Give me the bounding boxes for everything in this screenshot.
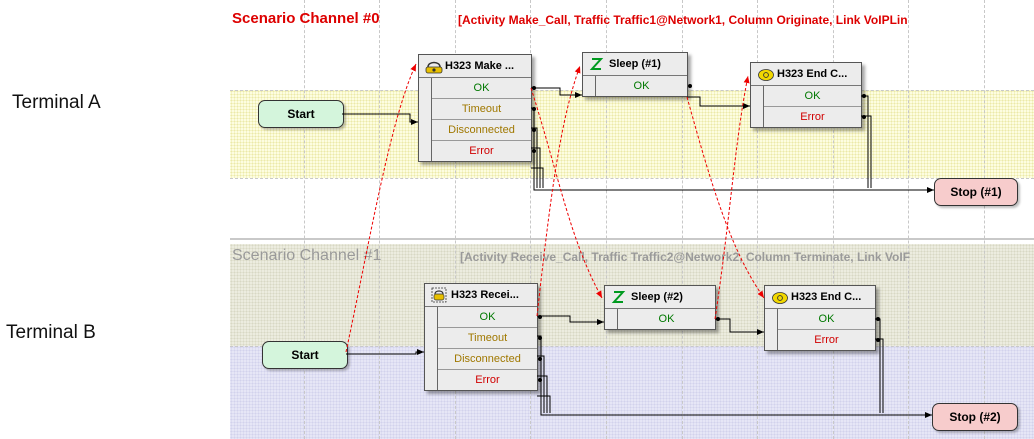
- sync-link: [714, 75, 750, 320]
- flow-link: [537, 335, 932, 418]
- channel-0-lane: [230, 90, 1034, 178]
- outcome-error[interactable]: Error: [764, 107, 866, 127]
- flow-link: [531, 147, 541, 188]
- grid-line: [530, 0, 531, 439]
- sync-link: [536, 65, 581, 317]
- outcome-disconnected[interactable]: Disconnected: [438, 349, 542, 370]
- phone-dial-icon: [425, 61, 443, 74]
- flow-link: [537, 315, 604, 325]
- flow-link: [346, 349, 424, 355]
- outcome-label: Error: [800, 111, 825, 123]
- outcome-label: Error: [469, 145, 494, 157]
- outcome-error[interactable]: Error: [778, 330, 880, 350]
- flow-link: [537, 375, 548, 413]
- channel-detail: [Activity Make_Call, Traffic Traffic1@Ne…: [458, 13, 908, 27]
- node-title: Sleep (#1): [609, 58, 661, 70]
- sync-link: [530, 87, 603, 299]
- activity-node-h323-end-call[interactable]: H323 End C... OK Error: [750, 62, 866, 128]
- flow-link: [531, 87, 582, 98]
- outcome-label: OK: [479, 311, 496, 323]
- grid-line: [682, 0, 683, 439]
- outcome-label: Timeout: [467, 332, 508, 344]
- channel-1-lane: [230, 346, 1034, 439]
- outcome-label: OK: [633, 80, 650, 92]
- grid-line: [230, 346, 1034, 347]
- terminal-a-label: Terminal A: [12, 92, 101, 113]
- channel-separator: [230, 238, 1034, 240]
- channel-title: Scenario Channel #1: [232, 247, 382, 264]
- flow-link: [875, 338, 884, 413]
- channel-detail: [Activity Receive_Call, Traffic Traffic2…: [460, 250, 911, 264]
- stop-label: Stop (#1): [950, 185, 1002, 199]
- activity-node-h323-end-call[interactable]: H323 End C... OK Error: [764, 285, 880, 351]
- start-node[interactable]: Start: [258, 100, 344, 128]
- activity-node-h323-make-call[interactable]: H323 Make ... OK Timeout Disconnected Er…: [418, 54, 536, 162]
- sleep-icon: [611, 291, 626, 303]
- grid-line: [379, 0, 380, 439]
- outcome-label: OK: [818, 313, 835, 325]
- flow-link: [531, 107, 934, 193]
- outcome-timeout[interactable]: Timeout: [438, 328, 542, 349]
- outcome-ok[interactable]: OK: [438, 307, 542, 328]
- flow-link: [531, 167, 544, 188]
- sync-link: [345, 63, 417, 353]
- grid-line: [230, 178, 1034, 179]
- outcome-error[interactable]: Error: [438, 370, 542, 390]
- flow-link: [687, 96, 750, 109]
- stop-label: Stop (#2): [949, 410, 1001, 424]
- grid-line: [908, 0, 909, 439]
- outcome-label: OK: [473, 82, 490, 94]
- node-title: H323 Make ...: [445, 60, 515, 72]
- outcome-label: OK: [804, 90, 821, 102]
- flow-link: [537, 355, 545, 413]
- outcome-label: OK: [658, 313, 675, 325]
- channel-title: Scenario Channel #0: [232, 10, 380, 27]
- flow-link: [537, 395, 551, 413]
- flow-link: [715, 318, 764, 335]
- flow-link: [875, 318, 881, 413]
- start-label: Start: [287, 107, 315, 121]
- activity-node-sleep-1[interactable]: Sleep (#1) OK: [582, 52, 692, 97]
- flow-link: [342, 113, 418, 125]
- start-node[interactable]: Start: [262, 341, 348, 369]
- terminal-b-label: Terminal B: [6, 322, 96, 343]
- node-title: H323 Recei...: [451, 289, 519, 301]
- phone-hangup-icon: [772, 292, 788, 304]
- node-title: Sleep (#2): [631, 291, 683, 303]
- outcome-label: Error: [475, 374, 500, 386]
- outcome-ok[interactable]: OK: [596, 76, 692, 96]
- grid-line: [606, 0, 607, 439]
- grid-line: [984, 0, 985, 439]
- grid-line: [455, 0, 456, 439]
- grid-line: [833, 0, 834, 439]
- activity-node-h323-receive-call[interactable]: H323 Recei... OK Timeout Disconnected Er…: [424, 283, 542, 391]
- outcome-label: Timeout: [461, 103, 502, 115]
- connection-layer: [342, 63, 934, 418]
- outcome-label: Error: [814, 334, 839, 346]
- outcome-label: Disconnected: [448, 124, 515, 136]
- activity-node-sleep-2[interactable]: Sleep (#2) OK: [604, 285, 720, 330]
- phone-hangup-icon: [758, 69, 774, 81]
- grid-line: [757, 0, 758, 439]
- sync-link: [686, 96, 765, 299]
- grid-line: [304, 0, 305, 439]
- stop-node[interactable]: Stop (#2): [932, 403, 1018, 431]
- sleep-icon: [589, 58, 604, 70]
- channel-1-header-lane: [230, 244, 1034, 346]
- start-label: Start: [291, 348, 319, 362]
- stop-node[interactable]: Stop (#1): [934, 178, 1018, 206]
- flow-link: [861, 95, 869, 188]
- node-title: H323 End C...: [791, 291, 862, 303]
- flow-link: [861, 115, 872, 188]
- scenario-canvas[interactable]: Scenario Channel #0 [Activity Make_Call,…: [230, 0, 1034, 439]
- outcome-label: Disconnected: [454, 353, 521, 365]
- phone-ring-icon: [431, 287, 447, 303]
- node-title: H323 End C...: [777, 68, 848, 80]
